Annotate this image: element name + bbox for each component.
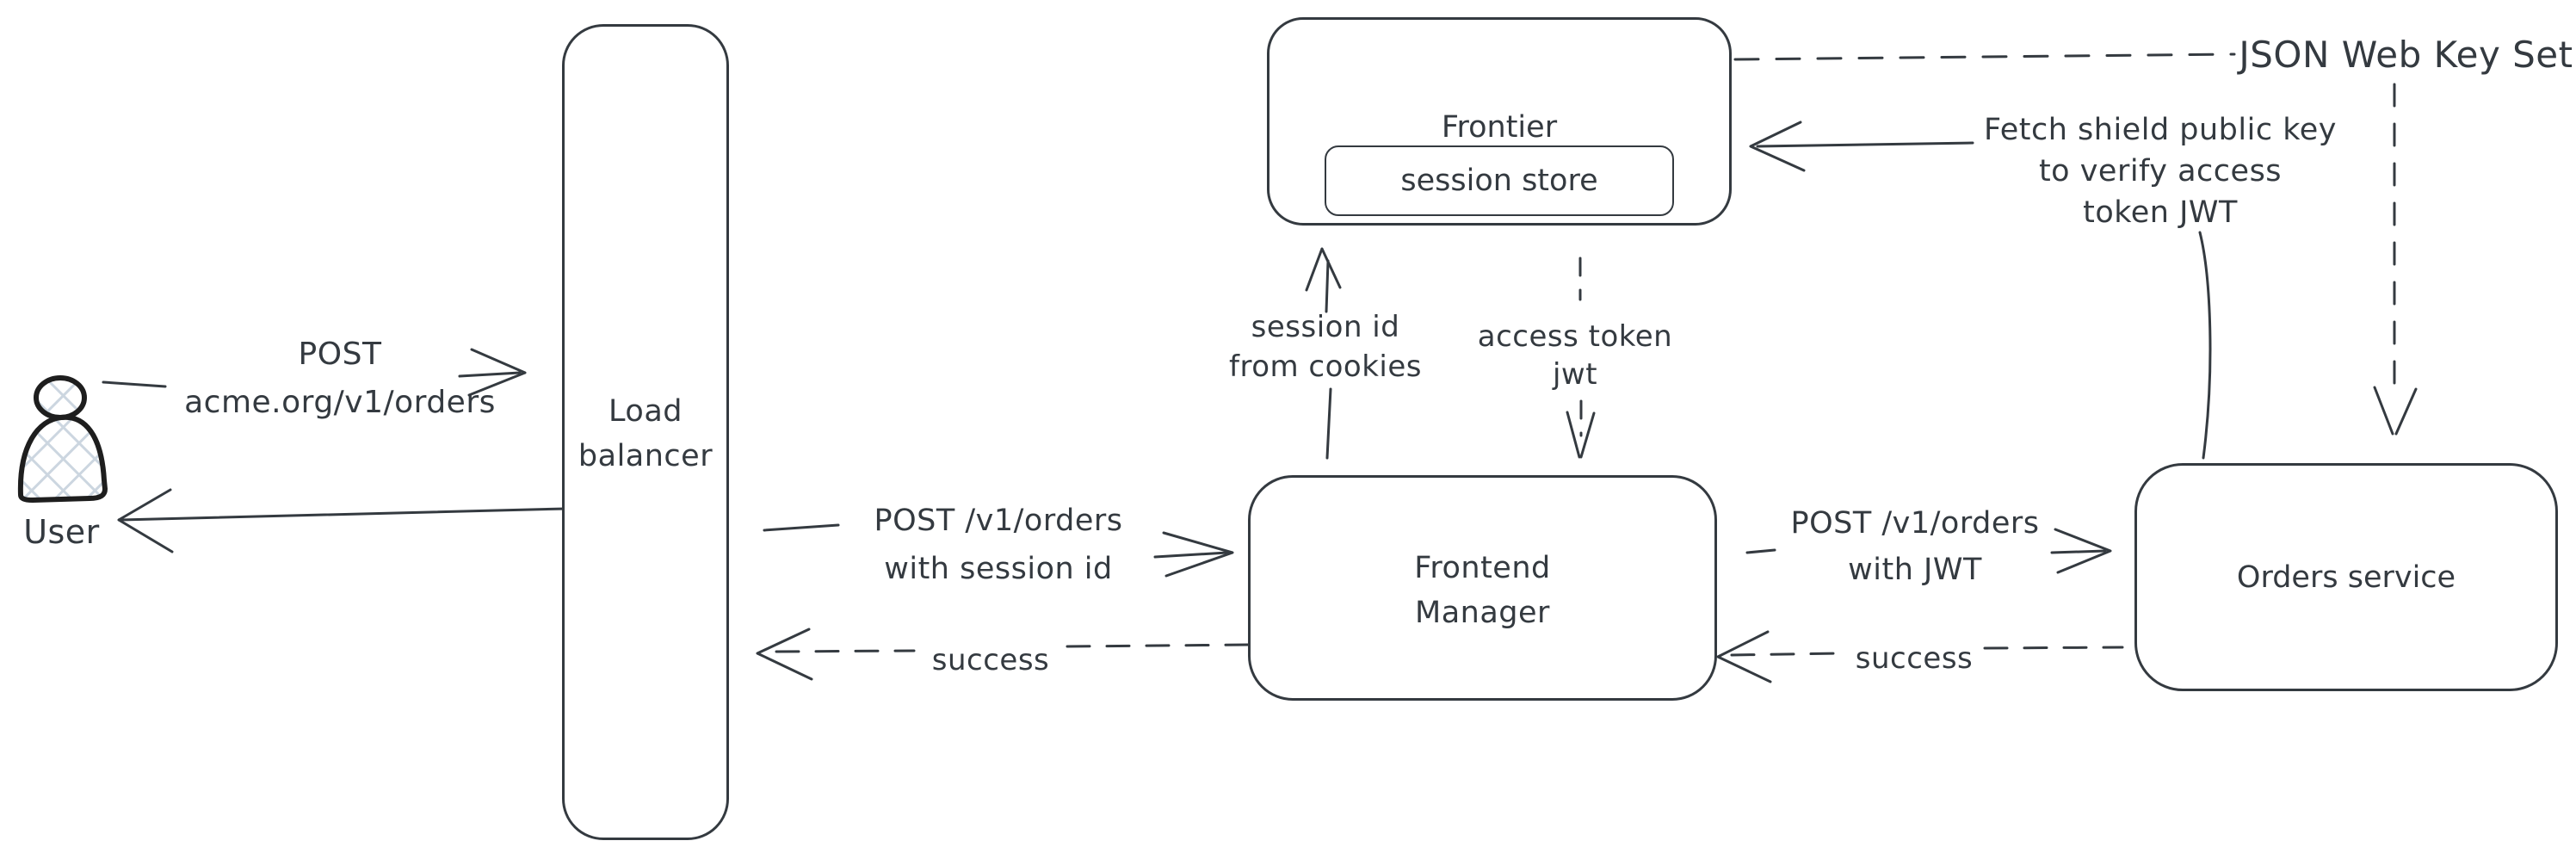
edge-label-success-left[interactable]: success <box>931 643 1050 677</box>
edge-label-access-token-jwt[interactable]: access token jwt <box>1477 319 1673 392</box>
line-fetch-note-to-orders-service[interactable] <box>2198 231 2212 460</box>
arrow-load-balancer-to-frontend-manager[interactable] <box>763 523 1234 578</box>
edge-label-post-acme-orders[interactable]: POST acme.org/v1/orders <box>184 337 496 420</box>
arrow-frontier-to-frontend-manager[interactable] <box>1566 257 1596 459</box>
arrow-user-to-load-balancer[interactable] <box>102 348 527 397</box>
arrow-jwks-to-orders-service[interactable] <box>2373 83 2418 436</box>
edge-label-session-id-from-cookies[interactable]: session id from cookies <box>1229 310 1422 384</box>
arrow-success-frontend-manager-to-load-balancer[interactable] <box>756 628 1251 681</box>
arrow-success-orders-service-to-frontend-manager[interactable] <box>1716 630 2124 683</box>
load-balancer-label: Load balancer <box>578 394 713 473</box>
node-orders-service[interactable]: Orders service <box>2134 463 2558 691</box>
node-session-store[interactable]: session store <box>1325 145 1674 216</box>
frontier-label: Frontier <box>1441 110 1558 145</box>
orders-service-label: Orders service <box>2236 560 2456 595</box>
user-label: User <box>23 513 100 551</box>
jwks-label[interactable]: JSON Web Key Set <box>2239 34 2573 76</box>
frontend-manager-label: Frontend Manager <box>1414 551 1551 630</box>
node-load-balancer[interactable] <box>562 24 729 840</box>
arrow-fetch-note-to-frontier[interactable] <box>1749 121 1974 172</box>
edge-label-post-orders-jwt[interactable]: POST /v1/orders with JWT <box>1790 506 2040 587</box>
arrow-load-balancer-to-user[interactable] <box>117 488 567 553</box>
edge-label-post-orders-session-id[interactable]: POST /v1/orders with session id <box>874 504 1123 586</box>
user-icon-head <box>34 375 87 420</box>
user-icon-body <box>17 414 108 503</box>
user-icon[interactable] <box>17 375 108 503</box>
node-frontier[interactable]: Frontier session store <box>1267 17 1732 226</box>
dashed-line-frontier-to-jwks[interactable] <box>1733 53 2236 61</box>
session-store-label: session store <box>1400 164 1598 198</box>
arrow-frontend-manager-to-frontier[interactable] <box>1305 247 1342 460</box>
edge-label-success-right[interactable]: success <box>1855 641 1974 676</box>
fetch-note-label[interactable]: Fetch shield public key to verify access… <box>1984 113 2337 230</box>
node-frontend-manager[interactable] <box>1248 475 1717 701</box>
arrow-frontend-manager-to-orders-service[interactable] <box>1745 528 2112 574</box>
